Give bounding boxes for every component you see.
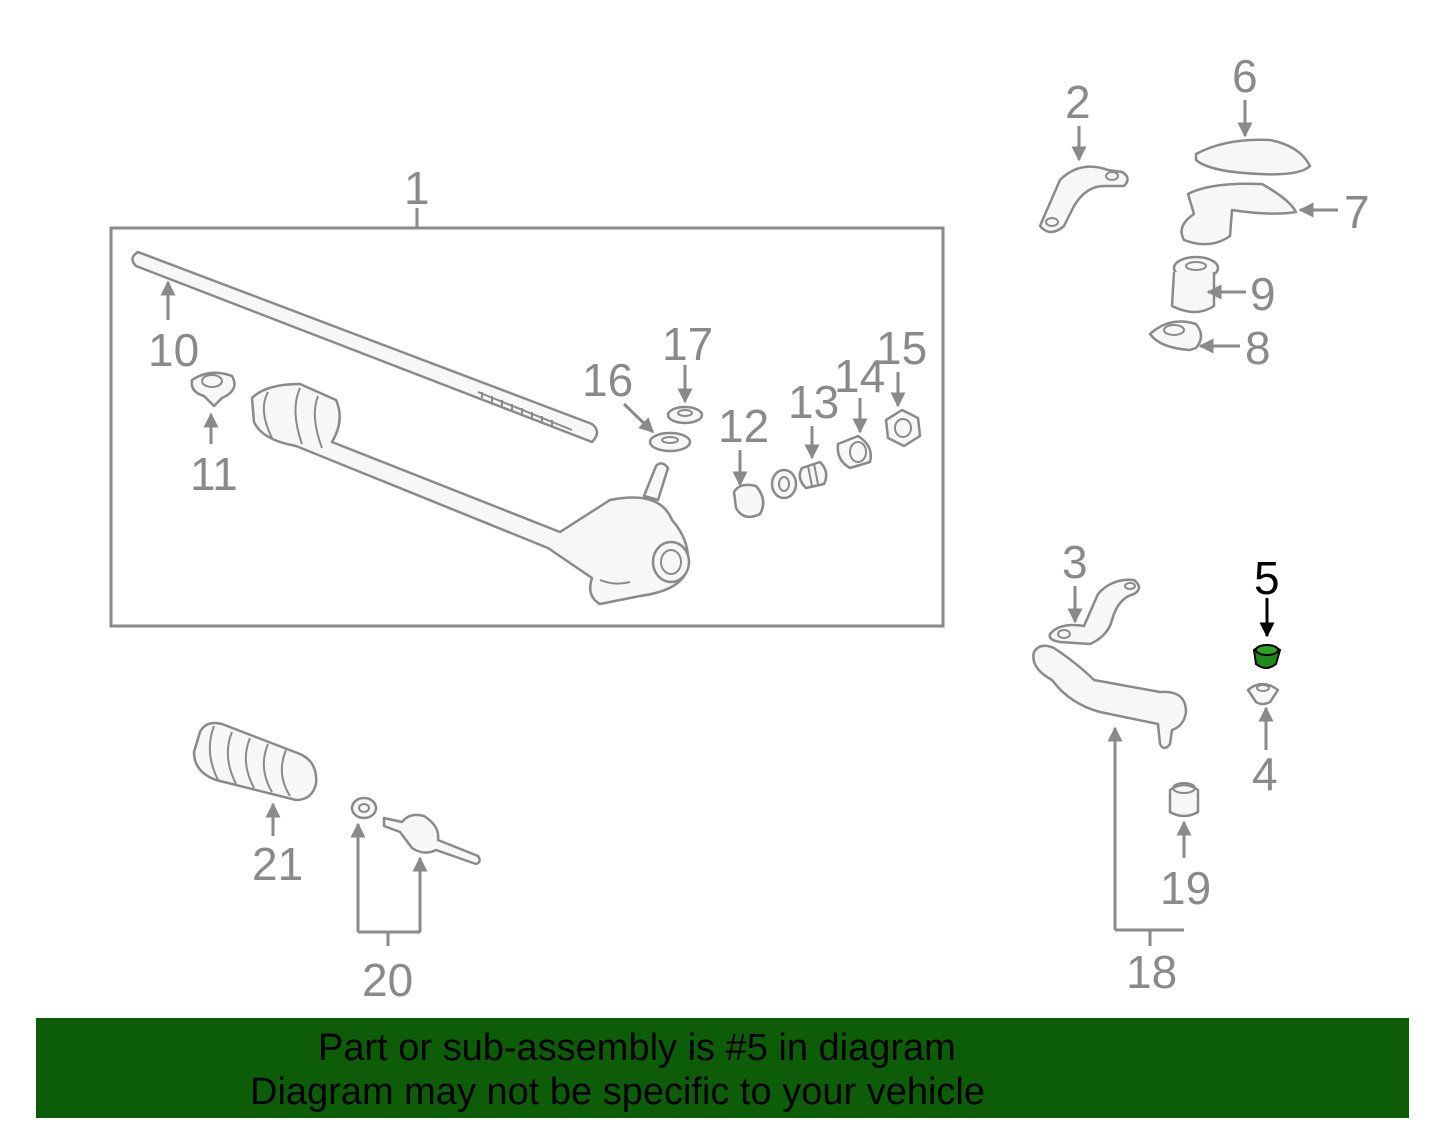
part-10-rack-bar [131,250,599,444]
banner-part-line: Part or sub-assembly is #5 in diagram [318,1027,956,1069]
part-21-bellows-boot [192,721,318,802]
callout-13[interactable]: 13 [788,376,839,428]
callout-4[interactable]: 4 [1252,748,1278,800]
callout-21[interactable]: 21 [252,838,303,890]
callout-8[interactable]: 8 [1245,322,1271,374]
part-2-bracket [1038,165,1129,234]
callout-1[interactable]: 1 [404,162,430,214]
part-15-lock-nut [884,408,922,448]
callout-17[interactable]: 17 [662,318,713,370]
info-banner: Part or sub-assembly is #5 in diagram Di… [36,1018,1409,1118]
part-8-bushing-base [1148,320,1203,352]
callout-18[interactable]: 18 [1126,946,1177,998]
part-9-bushing [1170,255,1220,314]
callout-9[interactable]: 9 [1250,268,1276,320]
callout-7[interactable]: 7 [1344,186,1370,238]
part-6-plate [1194,138,1312,176]
part-18-idler-arm [1032,644,1188,750]
callout-10[interactable]: 10 [148,324,199,376]
callout-3[interactable]: 3 [1062,536,1088,588]
callout-19[interactable]: 19 [1160,862,1211,914]
part-20-tie-rod-end [382,813,481,866]
part-13-spring [798,460,828,490]
part-19-dust-boot [1168,782,1200,818]
part-4-washer [1246,682,1280,706]
callout-2[interactable]: 2 [1065,76,1091,128]
part-17-washer [666,405,704,425]
callout-15[interactable]: 15 [876,322,927,374]
part-13-o-ring [770,468,798,500]
part-11-bushing [190,371,236,408]
part-12-rack-guide [732,483,765,519]
leader-16 [622,402,655,434]
callout-11[interactable]: 11 [190,448,238,500]
part-3-bracket [1048,578,1141,646]
part-16-washer [648,431,692,453]
part-1-gear-housing [250,382,691,606]
part-14-adjusting-screw [836,434,872,470]
part-20-lock-nut [350,796,378,820]
callout-20[interactable]: 20 [362,954,413,1006]
part-7-dust-seal [1180,182,1298,246]
callout-12[interactable]: 12 [718,400,769,452]
steering-rack-assembly-box [109,226,945,628]
callout-16[interactable]: 16 [582,354,633,406]
callout-14[interactable]: 14 [834,350,885,402]
callout-6[interactable]: 6 [1232,50,1258,102]
callout-5[interactable]: 5 [1254,552,1280,604]
part-5-highlighted-nut [1252,644,1282,669]
banner-disclaimer-line: Diagram may not be specific to your vehi… [250,1071,985,1113]
